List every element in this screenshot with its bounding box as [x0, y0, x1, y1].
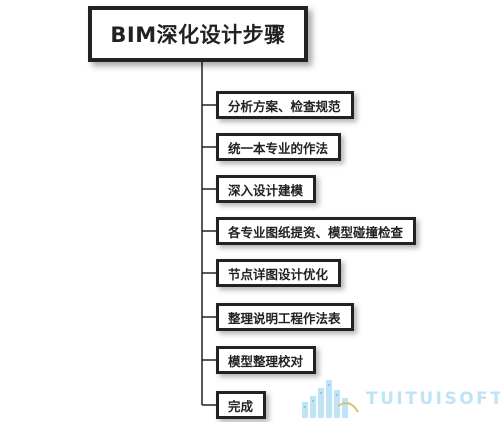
step-box-2: 统一本专业的作法 [216, 133, 342, 161]
watermark: TUITUISOFT [300, 376, 500, 420]
step-box-1: 分析方案、检查规范 [216, 91, 354, 119]
watermark-text: TUITUISOFT [366, 389, 500, 409]
step-box-3: 深入设计建模 [216, 175, 317, 203]
step-box-4: 各专业图纸提资、模型碰撞检查 [216, 217, 417, 245]
step-box-5: 节点详图设计优化 [216, 259, 342, 287]
step-box-7: 模型整理校对 [216, 346, 317, 374]
diagram-title: BIM深化设计步骤 [88, 6, 308, 62]
step-box-8: 完成 [216, 391, 267, 419]
step-box-6: 整理说明工程作法表 [216, 303, 354, 331]
watermark-logo-icon [302, 380, 359, 418]
